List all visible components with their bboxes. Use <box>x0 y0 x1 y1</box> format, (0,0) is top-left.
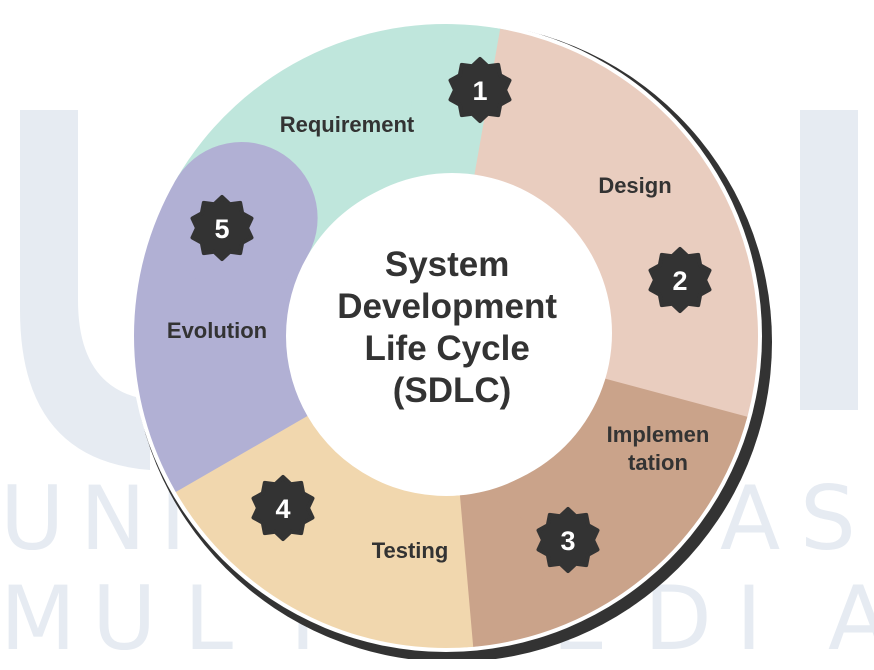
watermark-letter: S <box>800 467 856 570</box>
stage-label-evolution: Evolution <box>167 318 267 343</box>
center-title-line-2: Development <box>337 287 557 326</box>
step-badge-2 <box>648 247 712 313</box>
stage-label-line: Requirement <box>280 112 415 137</box>
step-badge-5 <box>190 195 254 261</box>
stage-label-testing: Testing <box>372 538 449 563</box>
step-badge-4 <box>251 475 315 541</box>
stage-label-requirement: Requirement <box>280 112 415 137</box>
watermark-logo-shapes <box>20 110 858 470</box>
stage-label-implementation: Implemen tation <box>607 422 710 475</box>
stage-label-line: Testing <box>372 538 449 563</box>
watermark-letter: I <box>736 567 762 670</box>
watermark-letter: N <box>80 467 146 570</box>
watermark-letter: D <box>644 567 712 670</box>
center-title-line-1: System <box>385 245 510 284</box>
step-number-1: 1 <box>472 76 487 106</box>
watermark-letter: U <box>92 567 157 670</box>
stage-label-line: tation <box>628 450 688 475</box>
step-number-2: 2 <box>672 266 687 296</box>
step-badge-1 <box>448 57 512 123</box>
stage-label-line: Design <box>598 173 671 198</box>
center-title-line-3: Life Cycle <box>364 329 529 368</box>
center-title: System Development Life Cycle (SDLC) <box>337 245 567 410</box>
watermark-letter: U <box>0 467 65 570</box>
step-number-3: 3 <box>560 526 575 556</box>
stage-label-design: Design <box>598 173 671 198</box>
step-badge-3 <box>536 507 600 573</box>
watermark-letter: M <box>0 567 76 670</box>
watermark-letter: A <box>828 567 874 670</box>
step-number-5: 5 <box>214 214 229 244</box>
segment-design <box>473 28 758 417</box>
watermark-letter: L <box>184 567 234 670</box>
stage-label-line: Evolution <box>167 318 267 343</box>
center-title-line-4: (SDLC) <box>393 371 512 410</box>
stage-label-line: Implemen <box>607 422 710 447</box>
step-number-4: 4 <box>275 494 290 524</box>
center-hole <box>292 173 612 493</box>
